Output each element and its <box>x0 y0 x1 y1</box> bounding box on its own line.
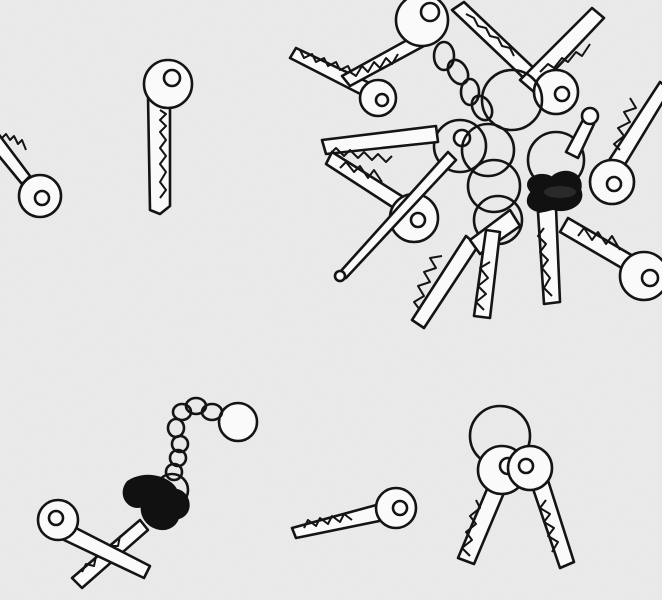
cluster-key-top <box>340 0 450 88</box>
key-bottom-center <box>290 486 418 540</box>
pair-key-right <box>506 444 576 570</box>
cluster-key-pin <box>564 106 600 160</box>
cluster-key-top-right <box>450 0 606 116</box>
key-top-left <box>142 58 194 216</box>
chain-key <box>36 498 152 590</box>
cluster-rod <box>333 150 458 283</box>
cluster-key-right-up <box>588 80 662 206</box>
chain-end-ring <box>217 401 259 443</box>
keyring-pair <box>456 404 576 570</box>
chain-dark-fob <box>122 474 190 530</box>
key-left-edge <box>0 133 63 219</box>
cluster-ring-center <box>432 118 488 174</box>
cluster-key-down-mid <box>472 228 502 320</box>
cluster-key-mid-left <box>320 124 440 163</box>
cluster-key-right-down <box>558 216 662 302</box>
chain-links <box>164 396 224 482</box>
cluster-ring-main <box>480 68 544 132</box>
cluster-key-top-left <box>288 46 398 118</box>
chain-keychain <box>36 396 259 590</box>
keyring-cluster-large <box>288 0 662 330</box>
